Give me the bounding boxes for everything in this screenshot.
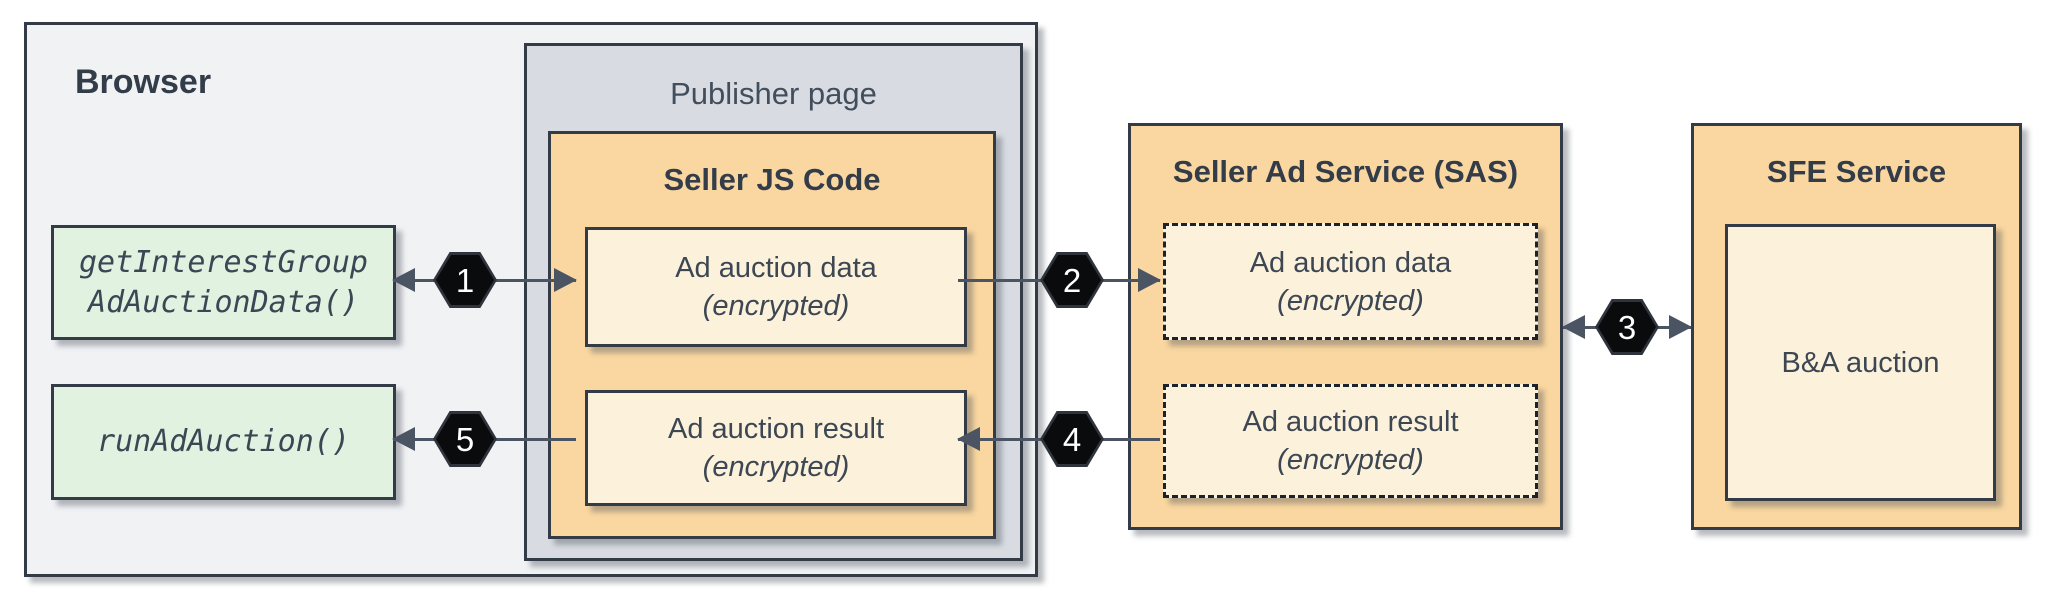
arrow-left-icon [957, 427, 980, 451]
step-3-hexagon-badge: 3 [1595, 299, 1659, 355]
step-1-hexagon-inner: 1 [436, 255, 494, 305]
step-1-number: 1 [455, 261, 475, 299]
step-4-hexagon-badge: 4 [1040, 411, 1104, 467]
step-5-number: 5 [455, 420, 475, 458]
seller-ad-service-title: Seller Ad Service (SAS) [1172, 154, 1519, 189]
arrow-left-icon [392, 268, 415, 292]
seller-js-code-container: Seller JS Code Ad auction data (encrypte… [548, 131, 996, 539]
ad-auction-result-subtitle: (encrypted) [702, 451, 850, 483]
browser-label: Browser [75, 63, 212, 101]
sas-ad-auction-result-subtitle: (encrypted) [1277, 444, 1424, 476]
code-line-1: getInterestGroup [79, 244, 368, 280]
ad-auction-data-title: Ad auction data [675, 252, 877, 284]
run-ad-auction-label: runAdAuction() [54, 387, 393, 497]
sas-ad-auction-data-title: Ad auction data [1249, 246, 1452, 279]
arrow-left-icon [392, 427, 415, 451]
seller-js-code-title: Seller JS Code [663, 162, 881, 197]
seller-ad-service-container: Seller Ad Service (SAS) Ad auction data … [1128, 123, 1563, 530]
sas-ad-auction-data-subtitle: (encrypted) [1277, 284, 1424, 317]
sas-ad-auction-result-box: Ad auction result (encrypted) [1163, 384, 1538, 498]
ad-auction-result-title: Ad auction result [667, 413, 884, 445]
publisher-page-container: Publisher page Seller JS Code Ad auction… [524, 43, 1023, 561]
ad-auction-data-text: Ad auction data (encrypted) [588, 230, 964, 344]
get-interest-group-ad-auction-data-box: getInterestGroup AdAuctionData() [51, 225, 396, 340]
arrow-right-icon [1138, 268, 1161, 292]
sas-ad-auction-result-title: Ad auction result [1242, 406, 1459, 438]
sas-ad-auction-data-text: Ad auction data (encrypted) [1166, 226, 1535, 337]
step-2-number: 2 [1062, 261, 1082, 299]
sfe-service-container: SFE Service B&A auction [1691, 123, 2022, 530]
code-line-1: runAdAuction() [97, 424, 350, 459]
code-line-2: AdAuctionData() [88, 284, 359, 320]
get-interest-group-ad-auction-data-label: getInterestGroup AdAuctionData() [54, 228, 393, 337]
seller-js-ad-auction-data-box: Ad auction data (encrypted) [585, 227, 967, 347]
sas-ad-auction-result-text: Ad auction result (encrypted) [1166, 387, 1535, 495]
arrow-right-icon [554, 268, 577, 292]
step-2-hexagon-inner: 2 [1043, 255, 1101, 305]
ad-auction-result-text: Ad auction result (encrypted) [588, 393, 964, 503]
sas-ad-auction-data-box: Ad auction data (encrypted) [1163, 223, 1538, 340]
step-3-hexagon-inner: 3 [1598, 302, 1656, 352]
seller-js-ad-auction-result-box: Ad auction result (encrypted) [585, 390, 967, 506]
step-3-number: 3 [1617, 308, 1637, 346]
step-4-hexagon-inner: 4 [1043, 414, 1101, 464]
ba-auction-label: B&A auction [1728, 227, 1993, 498]
ad-auction-data-subtitle: (encrypted) [702, 290, 850, 322]
publisher-page-label: Publisher page [670, 76, 877, 111]
run-ad-auction-box: runAdAuction() [51, 384, 396, 500]
browser-container: Browser Publisher page Seller JS Code Ad… [24, 22, 1038, 577]
ba-auction-text: B&A auction [1781, 346, 1940, 379]
ba-auction-box: B&A auction [1725, 224, 1996, 501]
arrow-left-icon [1562, 315, 1585, 339]
arrow-right-icon [1669, 315, 1692, 339]
step-5-hexagon-inner: 5 [436, 414, 494, 464]
step-2-hexagon-badge: 2 [1040, 252, 1104, 308]
step-4-number: 4 [1062, 420, 1082, 458]
sfe-service-title: SFE Service [1766, 154, 1947, 189]
